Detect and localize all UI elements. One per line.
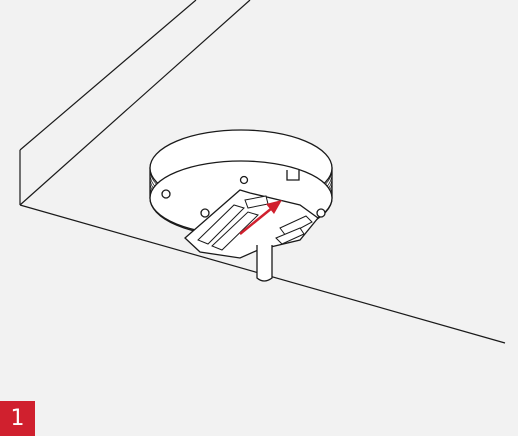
smoke-detector-mounting-base-icon [149, 129, 333, 282]
slide-direction-arrow-icon [239, 200, 282, 235]
step-number-badge: 1 [0, 401, 35, 436]
step-number: 1 [10, 406, 25, 431]
